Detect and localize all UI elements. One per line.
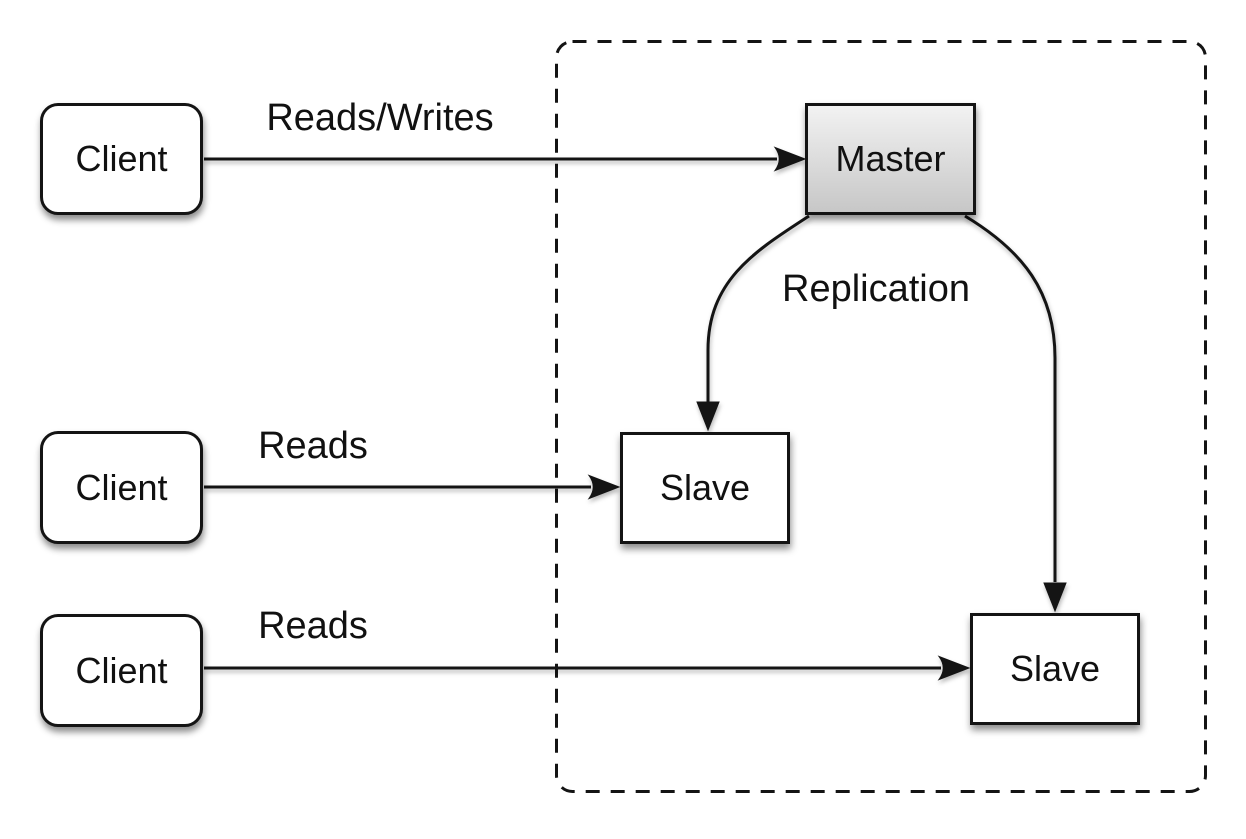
arrow-client1-to-master [204,146,807,172]
node-slave-1: Slave [620,432,790,544]
arrow-client3-to-slave2 [204,655,971,681]
node-client-3: Client [40,614,203,727]
node-slave-1-label: Slave [659,467,751,508]
arrow-master-to-slave2 [964,214,1067,613]
node-master-label: Master [835,138,946,179]
cluster-dashed-border [555,40,1207,793]
arrow-client2-to-slave1 [204,474,621,500]
edge-label-replication: Replication [782,268,970,310]
node-client-1-label: Client [75,138,168,179]
edge-label-reads-client3: Reads [258,605,368,647]
node-client-2: Client [40,431,203,544]
node-client-2-label: Client [75,466,168,508]
node-master: Master [805,103,976,215]
arrow-master-to-slave1 [696,214,810,432]
node-client-3-label: Client [75,649,168,691]
edge-label-reads-client2: Reads [258,425,368,467]
edge-label-reads-writes: Reads/Writes [266,97,494,139]
node-slave-2-label: Slave [1009,648,1101,689]
node-client-1: Client [40,103,203,215]
node-slave-2: Slave [970,613,1140,725]
